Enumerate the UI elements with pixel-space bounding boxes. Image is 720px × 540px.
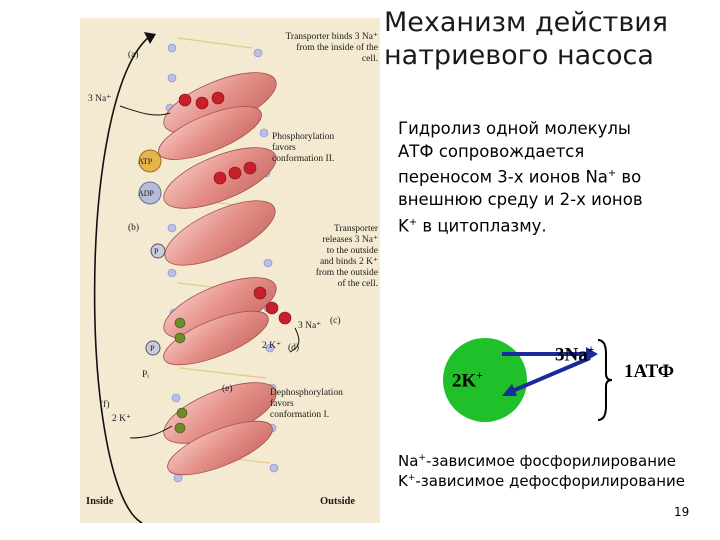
- step-b-label: (b): [128, 223, 140, 233]
- p1-label: P: [154, 247, 159, 256]
- pi-label: Pᵢ: [142, 370, 149, 380]
- para-line-4: внешнюю среду и 2-х ионов: [398, 190, 643, 209]
- exchange-scheme: [443, 338, 613, 422]
- caption-phosphorylation: Phosphorylation favors conformation II.: [272, 132, 335, 164]
- na-outside-label: 3 Na⁺: [298, 321, 322, 331]
- atp-label: ATP: [138, 157, 153, 166]
- para-line-5-text: K: [398, 216, 409, 235]
- na-dependent-text: -зависимое фосфорилирование: [425, 452, 676, 470]
- na-dependent-charge: +: [418, 453, 426, 463]
- page-title: Механизм действия натриевого насоса: [384, 7, 669, 71]
- k-dependent-line: K+-зависимое дефосфорилирование: [398, 472, 685, 490]
- membrane-diagram: [93, 32, 300, 523]
- sodium-pump-illustration: Transporter binds 3 Na⁺ from the inside …: [80, 18, 380, 523]
- k-scheme-label: 2K+: [452, 370, 483, 392]
- atp-icon: [138, 149, 162, 173]
- k-scheme-text: 2K: [452, 370, 477, 392]
- bracket: [597, 339, 613, 421]
- caption-release: Transporter releases 3 Na⁺ to the outsid…: [315, 224, 378, 289]
- na-dependent-line: Na+-зависимое фосфорилирование: [398, 452, 676, 470]
- k-ions: [174, 317, 188, 434]
- para-line-2: АТФ сопровождается: [398, 141, 585, 161]
- cell-circle: [443, 338, 527, 422]
- k-inside-label: 2 K⁺: [262, 341, 281, 351]
- k-outside-label: 2 K⁺: [112, 414, 131, 424]
- atp-scheme-label: 1АТФ: [624, 361, 675, 382]
- para-line-1: Гидролиз одной молекулы: [398, 119, 631, 138]
- outside-label: Outside: [320, 496, 356, 507]
- k-in-scheme-arrow: [509, 356, 591, 394]
- adp-label: ADP: [138, 189, 155, 198]
- na-out-arrow: [289, 327, 300, 353]
- para-line-5: K+ в цитоплазму.: [398, 212, 698, 238]
- cycle-arrow: [93, 35, 151, 523]
- page-number: 19: [674, 505, 690, 519]
- adp-icon: [138, 181, 162, 205]
- na-scheme-text: 3Na: [555, 344, 588, 366]
- phosphate-icon-2: [145, 340, 161, 356]
- na-ions: [178, 91, 292, 325]
- na-scheme-charge: +: [587, 344, 595, 356]
- description-paragraph: Гидролиз одной молекулы АТФ сопровождает…: [398, 118, 698, 238]
- para-line-3-tail: во: [616, 167, 642, 187]
- caption-binds: Transporter binds 3 Na⁺ from the inside …: [285, 32, 378, 64]
- na-dependent-prefix: Na: [398, 452, 419, 470]
- k-charge: +: [408, 216, 418, 228]
- phosphate-icon: [150, 243, 166, 259]
- step-f-label: (f): [100, 400, 110, 410]
- para-line-3-text: переносом 3-х ионов Na: [398, 167, 608, 187]
- caption-dephosphorylation: Dephosphorylation favors conformation I.: [270, 388, 343, 420]
- na-inside-label: 3 Na⁺: [88, 94, 112, 104]
- k-dependent-charge: +: [407, 473, 416, 483]
- p2-label: P: [150, 344, 155, 353]
- step-c-label: (c): [330, 316, 341, 326]
- k-dependent-prefix: K: [398, 472, 408, 490]
- step-e-label: (e): [222, 384, 233, 394]
- k-scheme-charge: +: [476, 370, 483, 382]
- pump-proteins: [158, 72, 277, 476]
- inside-label: Inside: [86, 496, 114, 507]
- na-charge: +: [607, 168, 617, 179]
- k-dependent-text: -зависимое дефосфорилирование: [415, 472, 686, 490]
- na-in-arrow: [119, 105, 171, 116]
- para-line-3: переносом 3-х ионов Na+ во: [398, 163, 698, 189]
- k-in-arrow: [129, 425, 173, 439]
- para-line-5-tail: в цитоплазму.: [417, 216, 547, 235]
- step-d-label: (d): [288, 343, 300, 353]
- step-a-label: (a): [128, 50, 139, 60]
- na-scheme-label: 3Na+: [555, 344, 594, 366]
